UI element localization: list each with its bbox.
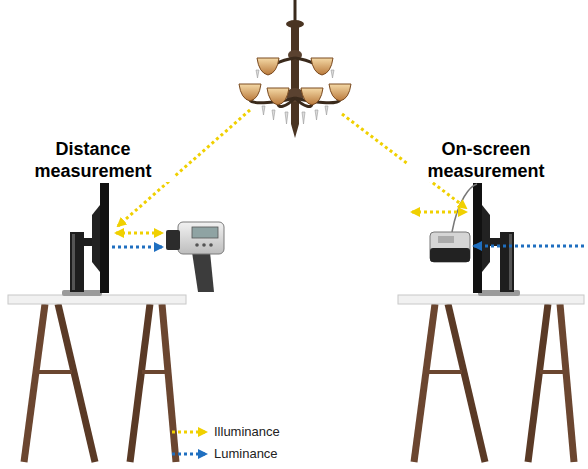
legend-label: Illuminance <box>214 424 280 440</box>
left-monitor <box>62 183 109 296</box>
right-monitor <box>473 183 520 296</box>
legend-samples <box>172 432 206 454</box>
left-desk <box>8 295 186 462</box>
section-heading: On-screen measurement <box>408 138 564 182</box>
colorimeter <box>430 184 477 262</box>
luminance-meter <box>166 222 224 292</box>
legend-sample <box>172 453 206 456</box>
right-desk <box>398 295 584 462</box>
section-heading: Distance measurement <box>12 138 174 182</box>
light-rays <box>112 110 584 247</box>
chandelier <box>239 0 351 138</box>
legend-label: Luminance <box>214 446 278 462</box>
legend-sample <box>172 431 206 434</box>
